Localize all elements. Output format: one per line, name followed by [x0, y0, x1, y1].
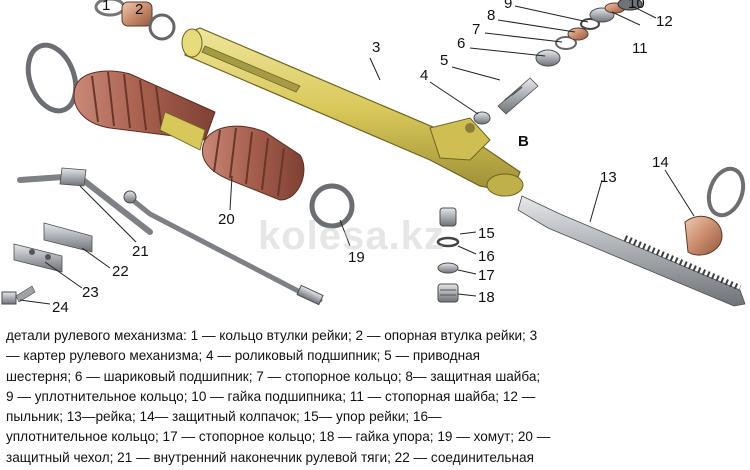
- part-20-protective-boot: [159, 111, 305, 201]
- callout-5: 5: [440, 52, 448, 69]
- tie-rod-long: [123, 190, 324, 306]
- callout-11: 11: [632, 40, 648, 57]
- part-9-sealing-ring: [580, 18, 600, 30]
- part-13-rack: [517, 195, 746, 307]
- caption-block: детали рулевого механизма: 1 — кольцо вт…: [6, 326, 746, 468]
- caption-line: 9 — уплотнительное кольцо; 10 — гайка по…: [6, 388, 536, 404]
- caption-line: детали рулевого механизма: 1 — кольцо вт…: [6, 328, 538, 343]
- part-15-rack-stop: [439, 207, 457, 227]
- callout-6: 6: [457, 35, 465, 52]
- part-16-sealing-ring: [436, 236, 460, 248]
- part-8-protective-washer: [567, 27, 589, 41]
- caption-line: уплотнительное кольцо; 17 — стопорное ко…: [6, 429, 551, 445]
- callout-12: 12: [656, 13, 673, 30]
- caption-line: пыльник; 13—рейка; 14— защитный колпачок…: [6, 409, 442, 425]
- watermark-text: kolesa.kz: [258, 214, 445, 258]
- part-5-drive-pinion: [497, 77, 539, 115]
- part-22-connecting-plate: [13, 222, 93, 273]
- callout-16: 16: [478, 248, 495, 265]
- callout-20: 20: [218, 211, 235, 228]
- callout-15: 15: [478, 225, 495, 242]
- part-24-bolt: [1, 285, 36, 305]
- part-21-inner-tie-rod-end: [17, 167, 153, 235]
- callout-14: 14: [652, 154, 669, 171]
- callout-1: 1: [102, 0, 110, 14]
- part-3-steering-housing: [181, 27, 524, 197]
- callout-2: 2: [135, 1, 143, 18]
- callout-24: 24: [52, 299, 69, 316]
- callout-17: 17: [478, 267, 495, 284]
- callout-19: 19: [348, 249, 365, 266]
- callout-18: 18: [478, 289, 495, 306]
- callout-7: 7: [472, 21, 480, 38]
- leader-lines: [19, 5, 695, 305]
- steering-mechanism-diagram: 1 2 3 4 5 6 7 8 9 10 11 12 13 14 15 16 1…: [1, 0, 746, 316]
- part-6-ball-bearing: [535, 49, 561, 67]
- part-18-stop-nut: [437, 283, 459, 303]
- callout-4: 4: [420, 67, 428, 84]
- part-7-retaining-ring: [555, 36, 577, 50]
- callout-21: 21: [132, 243, 149, 260]
- part-19-clamp: [309, 183, 355, 229]
- callout-22: 22: [112, 263, 129, 280]
- part-17-retaining-ring: [437, 262, 459, 274]
- callout-23: 23: [82, 284, 99, 301]
- caption-line: — картер рулевого механизма; 4 — роликов…: [6, 348, 481, 364]
- part-4-roller-bearing: [473, 111, 491, 125]
- part-14-protective-cap: [684, 166, 746, 256]
- callout-10: 10: [628, 0, 645, 12]
- caption-line: защитный чехол; 21 — внутренний наконечн…: [6, 449, 534, 465]
- part-2-rack-support-bushing: [121, 1, 176, 41]
- part-ring-left-clamp: [25, 42, 79, 114]
- callout-3: 3: [372, 39, 380, 56]
- callout-8: 8: [487, 7, 495, 24]
- callout-b: В: [518, 133, 529, 150]
- caption-line: шестерня; 6 — шариковый подшипник; 7 — с…: [6, 368, 541, 384]
- callout-9: 9: [504, 0, 512, 12]
- callout-13: 13: [600, 169, 617, 186]
